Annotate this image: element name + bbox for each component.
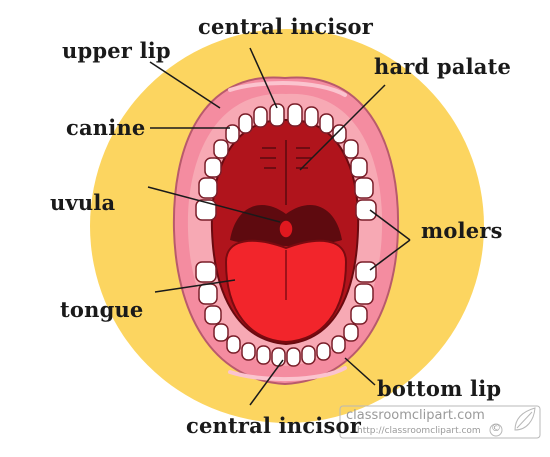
- uvula: [278, 219, 294, 239]
- watermark-title: classroomclipart.com: [346, 408, 485, 423]
- leader-bottom-lip: [344, 357, 376, 386]
- upper-lip-highlight: [228, 81, 347, 97]
- copyright-symbol: ©: [491, 423, 501, 434]
- palate-ridges: [260, 140, 312, 205]
- leader-central-incisor-bottom: [249, 359, 284, 406]
- lower-teeth: [195, 261, 377, 367]
- label-canine: canine: [66, 115, 146, 140]
- leader-lines: [147, 47, 411, 406]
- label-uvula: uvula: [50, 190, 116, 215]
- watermark-url: http://classroomclipart.com: [357, 426, 481, 436]
- leader-molers-2: [369, 239, 411, 271]
- leader-uvula: [147, 186, 281, 223]
- leaf-logo-icon: [514, 407, 536, 431]
- leader-tongue: [154, 279, 236, 293]
- label-molers: molers: [421, 218, 503, 243]
- label-bottom-lip: bottom lip: [377, 376, 502, 401]
- leader-central-incisor-top: [249, 47, 278, 109]
- leader-hard-palate: [299, 84, 386, 171]
- upper-teeth: [195, 103, 377, 221]
- label-central-incisor-top: central incisor: [198, 14, 373, 39]
- bottom-lip-highlight: [228, 366, 347, 382]
- leader-upper-lip: [149, 61, 221, 109]
- label-upper-lip: upper lip: [62, 38, 171, 63]
- label-hard-palate: hard palate: [374, 54, 512, 79]
- watermark-frame: [339, 405, 541, 439]
- leader-molers-1: [369, 209, 411, 241]
- label-central-incisor-bottom: central incisor: [186, 413, 361, 438]
- label-tongue: tongue: [60, 297, 144, 322]
- copyright-circle-icon: [489, 423, 503, 437]
